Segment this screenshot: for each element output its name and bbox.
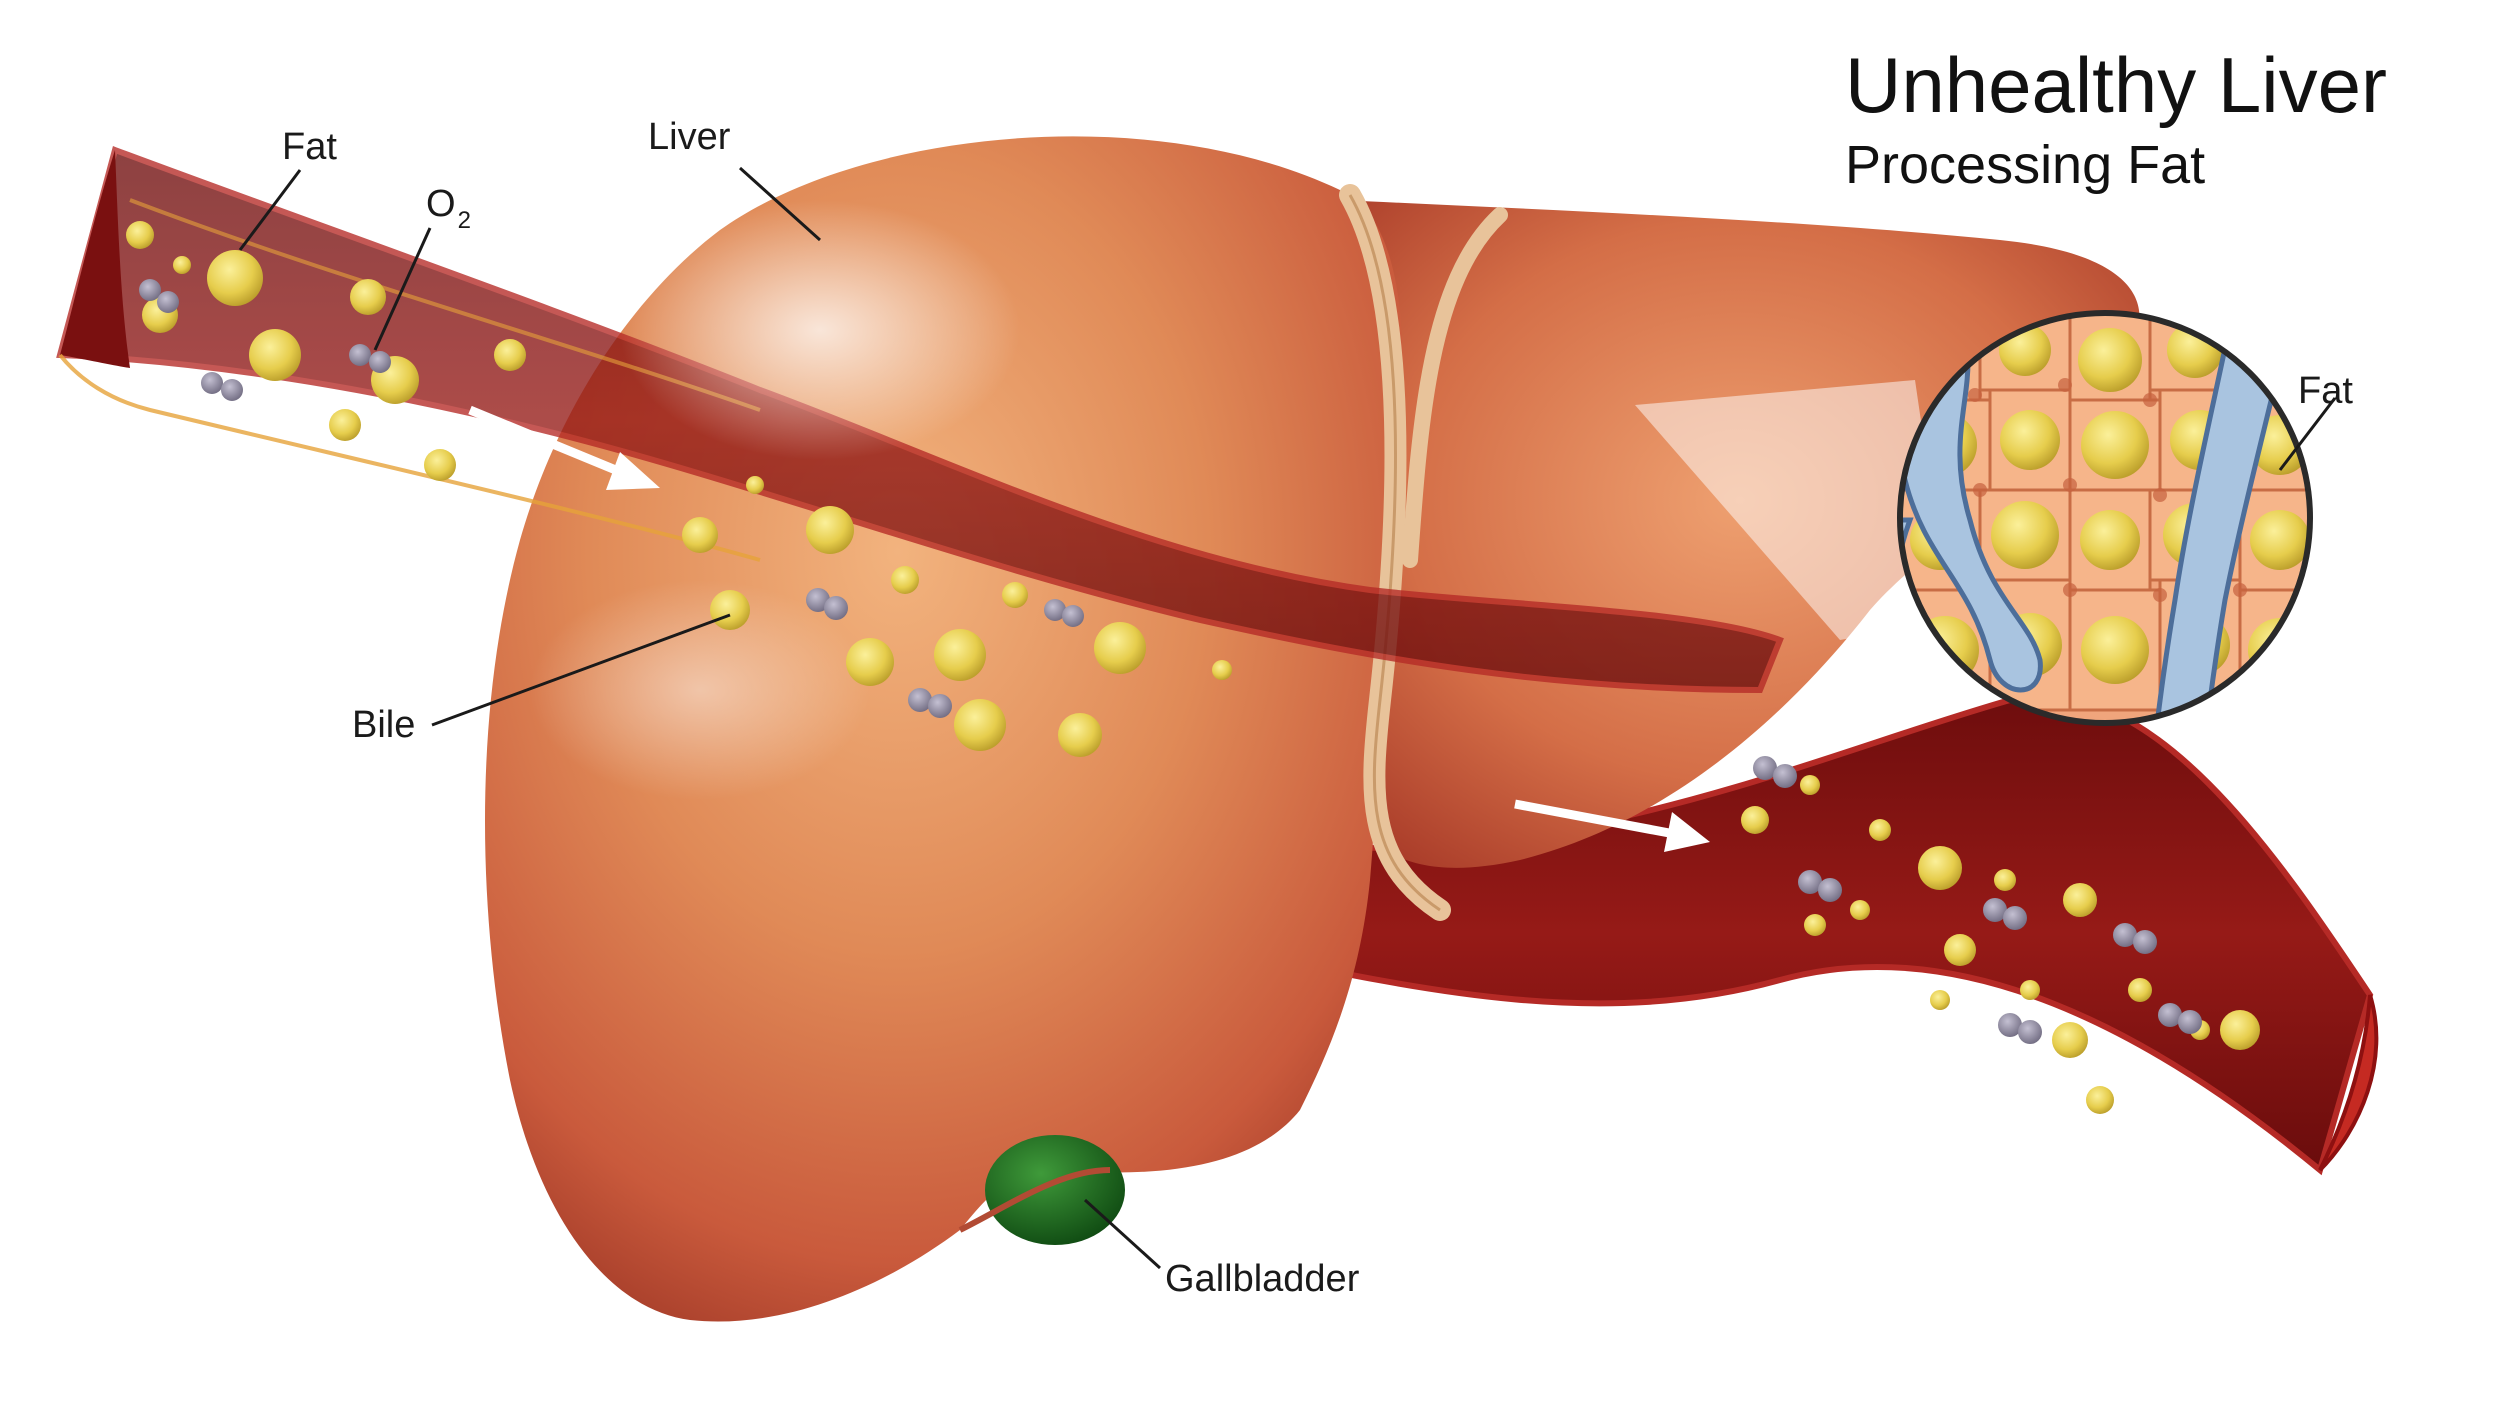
- liver-right-lobe: [1340, 200, 2140, 868]
- leader-lines: [238, 166, 2337, 1270]
- fat-globules-upper: [126, 221, 1232, 757]
- oxygen-subscript: 2: [457, 207, 471, 234]
- fat-globules-lower: [1741, 775, 2260, 1114]
- gallbladder-organ: [985, 1135, 1125, 1245]
- label-fat-vessel: Fat: [282, 126, 337, 168]
- label-liver: Liver: [648, 116, 731, 158]
- inset-border: [1897, 310, 2313, 726]
- label-gallbladder: Gallbladder: [1165, 1258, 1360, 1300]
- label-oxygen: O2: [426, 183, 471, 233]
- oxygen-particles-upper: [139, 279, 1084, 718]
- flow-arrows: [468, 405, 1710, 852]
- vessel-end-cap: [2318, 994, 2379, 1172]
- label-bile: Bile: [352, 704, 416, 746]
- subtitle: Processing Fat: [1845, 135, 2206, 195]
- blood-vessel-lower: [1227, 692, 2374, 1176]
- label-fat-inset: Fat: [2298, 370, 2353, 412]
- oxygen-particles-lower: [1753, 756, 2202, 1044]
- oxygen-symbol: O: [426, 183, 456, 225]
- sinusoid-channel-right: [2152, 313, 2293, 723]
- title: Unhealthy Liver: [1845, 41, 2387, 129]
- inset-callout-cone: [1635, 380, 1950, 640]
